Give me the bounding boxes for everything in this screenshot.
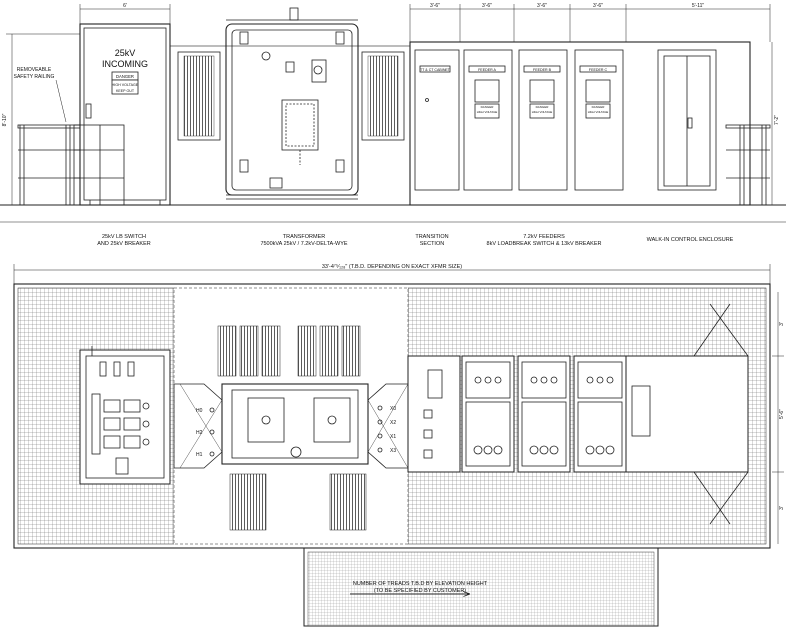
label-lb-switch-1: 25kV LB SWITCH xyxy=(102,234,146,240)
dim-right-top: 3' xyxy=(779,322,785,326)
feeder-c-warning: HIGH VOLTAGE xyxy=(588,110,609,114)
incoming-title: 25kV xyxy=(115,48,136,58)
switchgear-lineup xyxy=(409,4,773,206)
terminal-h2: H2 xyxy=(196,430,203,436)
safety-railing xyxy=(17,79,81,205)
incoming-switch-plan xyxy=(79,346,171,485)
stairs xyxy=(303,547,659,627)
feeder-b-danger: DANGER xyxy=(536,105,550,109)
transition-plan xyxy=(407,355,461,473)
feeder-tag-a: FEEDER A xyxy=(478,68,496,72)
dim-height-right: 7'-2" xyxy=(774,115,780,125)
terminal-x1: X1 xyxy=(390,434,396,440)
elevation-view xyxy=(0,4,786,223)
feeder-tag-c: FEEDER C xyxy=(589,68,608,72)
overall-dimension: 33'-4⁷⁵⁄₁₂₈" (T.B.D. DEPENDING ON EXACT … xyxy=(322,263,462,270)
dim-transition-width: 3'-6" xyxy=(430,3,440,9)
railing-note-1: REMOVEABLE xyxy=(17,67,52,73)
terminal-h0: H0 xyxy=(196,408,203,414)
terminal-x0: X0 xyxy=(390,406,396,412)
walkin-plan xyxy=(625,303,749,525)
dim-walkin-width: 5'-11" xyxy=(692,3,705,9)
feeder-plans xyxy=(461,355,627,473)
plan-labels: 33'-4⁷⁵⁄₁₂₈" (T.B.D. DEPENDING ON EXACT … xyxy=(196,263,785,594)
feeder-tag-b: FEEDER B xyxy=(533,68,552,72)
dim-feeder1-width: 3'-6" xyxy=(482,3,492,9)
label-walkin: WALK-IN CONTROL ENCLOSURE xyxy=(647,237,734,243)
railing-note-2: SAFETY RAILING xyxy=(14,74,55,80)
label-transition-2: SECTION xyxy=(420,241,444,247)
danger-text-2: KEEP OUT xyxy=(116,89,135,93)
label-feeders-1: 7.2kV FEEDERS xyxy=(523,234,565,240)
terminal-x3: X3 xyxy=(390,448,396,454)
stairs-note-1: NUMBER OF TREADS T.B.D BY ELEVATION HEIG… xyxy=(353,581,488,587)
stairs-note-2: (TO BE SPECIFIED BY CUSTOMER) xyxy=(374,588,466,594)
dim-feeder3-width: 3'-6" xyxy=(593,3,603,9)
feeder-c-danger: DANGER xyxy=(592,105,606,109)
danger-text-1: HIGH VOLTAGE xyxy=(112,83,139,87)
dim-top-width: 6' xyxy=(123,3,127,9)
tt-cabinet-tag: TT & CT CABINET xyxy=(420,68,451,72)
label-transformer-1: TRANSFORMER xyxy=(283,234,326,240)
dim-right-bottom: 3' xyxy=(779,506,785,510)
feeder-a-warning: HIGH VOLTAGE xyxy=(477,110,498,114)
plan-view xyxy=(13,264,784,627)
label-feeders-2: 8kV LOADBREAK SWITCH & 13kV BREAKER xyxy=(487,241,602,247)
dim-feeder2-width: 3'-6" xyxy=(537,3,547,9)
feeder-b-warning: HIGH VOLTAGE xyxy=(532,110,553,114)
elevation-labels: 6' 8'-10" 7'-2" 3'-6" 3'-6" 3'-6" 3'-6" … xyxy=(2,3,780,247)
label-transition-1: TRANSITION xyxy=(415,234,448,240)
transformer-plan xyxy=(173,325,409,531)
label-lb-switch-2: AND 25kV BREAKER xyxy=(97,241,151,247)
dim-right-middle: 5'-6" xyxy=(779,409,785,419)
dim-height-left: 8'-10" xyxy=(2,113,8,126)
terminal-h1: H1 xyxy=(196,452,203,458)
label-transformer-2: 7500kVA 25kV / 7.2kV-DELTA-WYE xyxy=(260,241,347,247)
feeder-a-danger: DANGER xyxy=(481,105,495,109)
transformer-elevation xyxy=(169,7,411,206)
incoming-subtitle: INCOMING xyxy=(102,59,148,69)
danger-label: DANGER xyxy=(116,74,134,79)
terminal-x2: X2 xyxy=(390,420,396,426)
